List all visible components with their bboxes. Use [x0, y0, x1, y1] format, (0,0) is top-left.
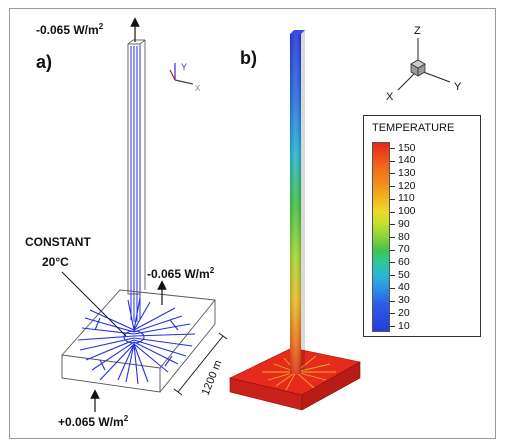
axis-x-label-b: X [386, 91, 394, 103]
legend-tick [390, 224, 395, 226]
temperature-column [290, 30, 305, 374]
legend-value: 140 [398, 154, 416, 167]
legend-ticks [372, 142, 395, 332]
legend-value: 60 [398, 255, 410, 268]
legend-value: 80 [398, 230, 410, 243]
legend-tick [390, 249, 395, 251]
panel-a-label: a) [36, 52, 52, 72]
legend-value: 40 [398, 281, 410, 294]
base-block-wireframe [61, 289, 216, 393]
constant-label: CONSTANT [25, 235, 91, 249]
legend-tick [390, 287, 395, 289]
constant-temp-label: 20°C [42, 255, 69, 269]
legend-value: 150 [398, 141, 416, 154]
dimension-label: 1200 m [200, 359, 225, 398]
legend-tick [390, 173, 395, 175]
side-flux-label: -0.065 W/m2 [147, 266, 215, 281]
legend-tick [390, 275, 395, 277]
legend-value: 50 [398, 268, 410, 281]
legend-tick [390, 326, 395, 327]
legend-value: 120 [398, 179, 416, 192]
axis-y-label: Y [181, 62, 187, 72]
legend-value: 30 [398, 294, 410, 307]
legend-value: 10 [398, 319, 410, 332]
wellbore-vertical [130, 46, 141, 322]
legend-value: 70 [398, 243, 410, 256]
constant-leader-line [61, 271, 127, 337]
legend-tick [390, 313, 395, 315]
wellbore-spider [77, 297, 196, 385]
legend-value: 130 [398, 166, 416, 179]
bottom-flux-label: +0.065 W/m2 [58, 414, 129, 429]
legend-value: 100 [398, 205, 416, 218]
axis-triad-b: Z Y X [386, 25, 462, 103]
axis-z-label: Z [414, 25, 421, 37]
top-flux-label: -0.065 W/m2 [36, 22, 104, 37]
legend-tick [390, 262, 395, 264]
axis-triad-a: Y X [169, 62, 201, 93]
legend-tick [390, 186, 395, 188]
panel-b-label: b) [240, 48, 257, 68]
axis-x-label: X [195, 84, 201, 93]
legend-value: 90 [398, 217, 410, 230]
legend-tick [390, 300, 395, 302]
legend-title: TEMPERATURE [372, 122, 455, 134]
legend-color-bar [372, 142, 390, 332]
legend-tick [390, 237, 395, 238]
panel-b: b) [229, 25, 462, 411]
legend-value: 110 [398, 192, 415, 205]
legend-value: 20 [398, 306, 410, 319]
axis-y-label-b: Y [454, 81, 462, 93]
legend-tick [390, 148, 395, 149]
legend-tick [390, 160, 395, 162]
legend-tick [390, 198, 395, 200]
legend-tick [390, 211, 395, 213]
panel-a: a) -0.065 W/m2 Y X [25, 17, 228, 429]
